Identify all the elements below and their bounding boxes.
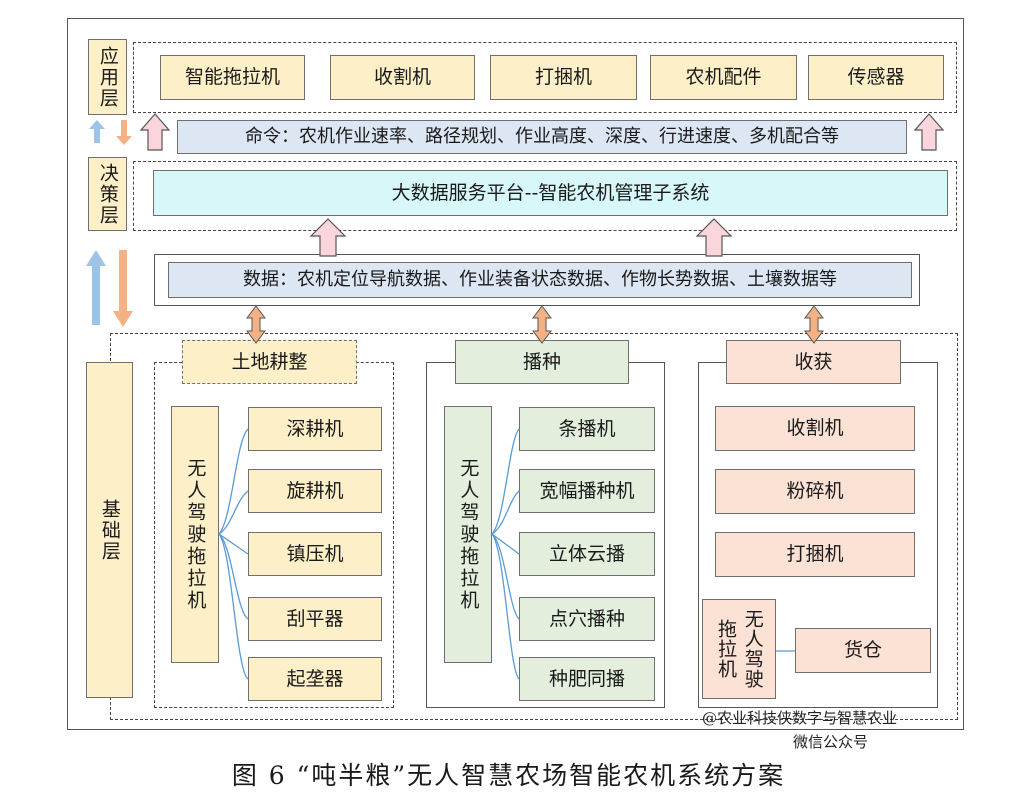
implement-rotary-tiller: 旋耕机	[248, 469, 382, 513]
app-item-baler: 打捆机	[490, 55, 637, 100]
foundation-layer-label: 基础层	[86, 362, 133, 698]
watermark-line-2: 微信公众号	[793, 733, 869, 751]
implement-roller: 镇压机	[248, 532, 382, 576]
app-item-smart-tractor: 智能拖拉机	[160, 55, 305, 100]
seeder-fertilizer: 种肥同播	[519, 657, 655, 701]
app-item-sensor: 传感器	[808, 55, 944, 100]
seeder-wide: 宽幅播种机	[519, 469, 655, 513]
implement-deep-plough: 深耕机	[248, 407, 382, 451]
implement-leveler: 刮平器	[248, 597, 382, 641]
harvest-tractor: 拖拉机 无人驾驶	[702, 599, 776, 699]
diagram-frame	[67, 18, 964, 730]
app-item-machine-parts: 农机配件	[650, 55, 797, 100]
big-data-platform: 大数据服务平台--智能农机管理子系统	[153, 170, 948, 216]
seeder-drill: 条播机	[519, 407, 655, 451]
group-title-harvest: 收获	[726, 340, 901, 384]
command-bar: 命令：农机作业速率、路径规划、作业高度、深度、行进速度、多机配合等	[177, 120, 907, 154]
watermark-line-1: @农业科技侠数字与智慧农业	[702, 709, 898, 727]
harvest-tractor-label-a: 拖拉机	[715, 619, 737, 679]
harvest-storage: 货仓	[795, 628, 931, 673]
seeder-hole: 点穴播种	[519, 597, 655, 641]
group-title-land-preparation: 土地耕整	[182, 340, 357, 384]
driverless-tractor-1: 无人驾驶拖拉机	[171, 406, 219, 663]
application-layer-box	[133, 42, 957, 113]
data-bar: 数据：农机定位导航数据、作业装备状态数据、作物长势数据、土壤数据等	[168, 262, 912, 298]
figure-caption: 图 6 “吨半粮”无人智慧农场智能农机系统方案	[231, 761, 786, 790]
driverless-tractor-2: 无人驾驶拖拉机	[444, 406, 492, 663]
harvest-tractor-label-b: 无人驾驶	[741, 609, 764, 689]
harvest-baler: 打捆机	[715, 532, 915, 577]
application-layer-label: 应用层	[88, 39, 127, 115]
harvest-reaper: 收割机	[715, 406, 915, 451]
harvest-crusher: 粉碎机	[715, 469, 915, 514]
decision-layer-box	[133, 161, 957, 231]
seeder-cloud: 立体云播	[519, 532, 655, 576]
group-title-sowing: 播种	[455, 340, 629, 384]
app-item-harvester: 收割机	[330, 55, 475, 100]
implement-ridger: 起垄器	[248, 657, 382, 701]
decision-layer-label: 决策层	[88, 157, 127, 231]
